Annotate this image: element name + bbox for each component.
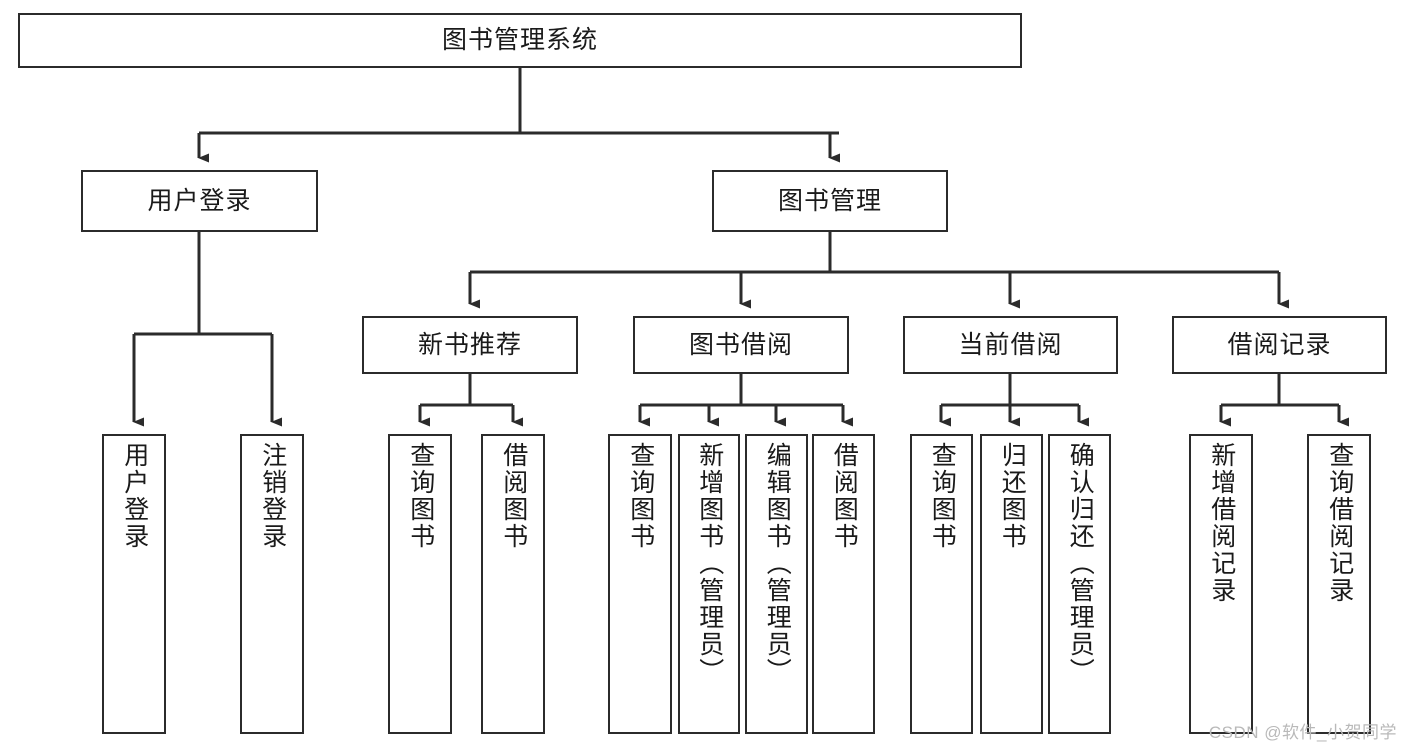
leaf-query-borrow-record[interactable]: 查询借阅记录: [1307, 434, 1371, 734]
leaf-logout[interactable]: 注销登录: [240, 434, 304, 734]
leaf-label: 查询图书: [626, 442, 655, 550]
leaf-label: 编辑图书（管理员）: [763, 442, 792, 685]
leaf-label: 注销登录: [258, 442, 287, 550]
leaf-label: 用户登录: [120, 442, 149, 550]
csdn-watermark: CSDN @软件_小贺同学: [1208, 723, 1397, 742]
node-current-borrow[interactable]: 当前借阅: [903, 316, 1118, 374]
leaf-borrow-book[interactable]: 借阅图书: [812, 434, 875, 734]
leaf-confirm-return-admin[interactable]: 确认归还（管理员）: [1048, 434, 1111, 734]
leaf-add-borrow-record[interactable]: 新增借阅记录: [1189, 434, 1253, 734]
node-book-borrow[interactable]: 图书借阅: [633, 316, 849, 374]
leaf-label: 查询图书: [928, 442, 957, 550]
leaf-borrow-book-recommend[interactable]: 借阅图书: [481, 434, 545, 734]
leaf-label: 借阅图书: [499, 442, 528, 550]
node-user-login[interactable]: 用户登录: [81, 170, 318, 232]
node-borrow-record[interactable]: 借阅记录: [1172, 316, 1387, 374]
leaf-label: 确认归还（管理员）: [1066, 442, 1095, 685]
node-book-management[interactable]: 图书管理: [712, 170, 948, 232]
leaf-edit-book-admin[interactable]: 编辑图书（管理员）: [745, 434, 808, 734]
node-new-book-recommend[interactable]: 新书推荐: [362, 316, 578, 374]
leaf-query-book-recommend[interactable]: 查询图书: [388, 434, 452, 734]
leaf-add-book-admin[interactable]: 新增图书（管理员）: [678, 434, 740, 734]
leaf-label: 归还图书: [998, 442, 1027, 550]
leaf-label: 查询借阅记录: [1325, 442, 1354, 604]
leaf-label: 新增图书（管理员）: [695, 442, 724, 685]
node-root-system[interactable]: 图书管理系统: [18, 13, 1022, 68]
leaf-label: 新增借阅记录: [1207, 442, 1236, 604]
leaf-label: 查询图书: [406, 442, 435, 550]
leaf-label: 借阅图书: [830, 442, 859, 550]
leaf-return-book[interactable]: 归还图书: [980, 434, 1043, 734]
leaf-query-book-current[interactable]: 查询图书: [910, 434, 973, 734]
leaf-user-login[interactable]: 用户登录: [102, 434, 166, 734]
leaf-query-book-borrow[interactable]: 查询图书: [608, 434, 672, 734]
